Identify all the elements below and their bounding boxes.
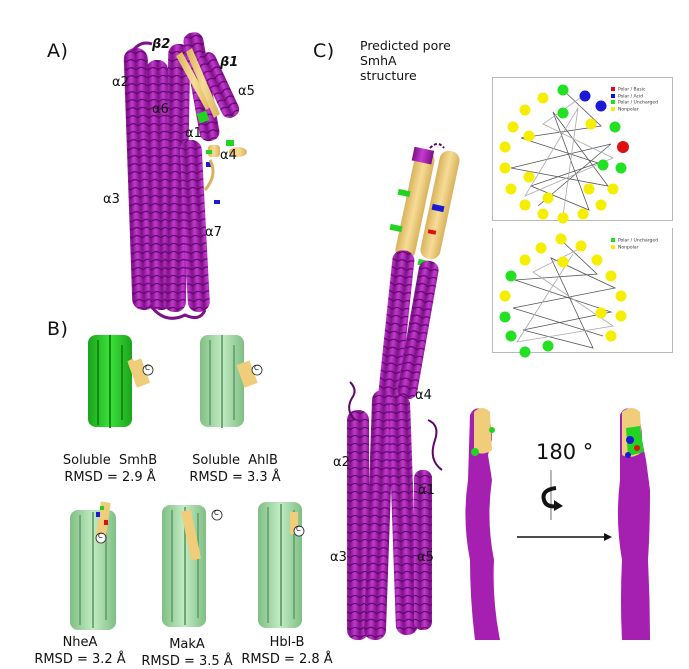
wheel-top-legend: Polar / Basic Polar / Acid Polar / Uncha… (611, 87, 658, 113)
cterm-ahlb: C (254, 364, 259, 372)
panel-c-surface-right (617, 408, 650, 640)
panel-b-structure-maka (162, 505, 223, 627)
caption-ahlb-rmsd: RMSD = 3.3 Å (189, 470, 281, 485)
label-c-alpha1: α1 (418, 483, 435, 498)
panel-c-title-line1: Predicted pore (360, 38, 451, 53)
panel-c-title-line2: SmhA (360, 53, 397, 68)
helical-wheel-top-diagram (499, 84, 629, 224)
panel-b-structure-hblb (258, 502, 305, 628)
label-alpha6: α6 (152, 102, 169, 117)
helical-wheel-bottom-diagram (499, 233, 627, 358)
legend-item: Polar / Uncharged (611, 238, 658, 245)
cterm-hblb: C (296, 525, 301, 533)
panel-a-letter: A) (47, 40, 69, 62)
caption-ahlb-name: Soluble AhlB (192, 453, 278, 468)
caption-hblb-name: Hbl-B (269, 635, 305, 650)
label-alpha4: α4 (220, 148, 237, 163)
wheel-top-residues (499, 84, 629, 224)
wheel-bottom-residues (499, 233, 627, 358)
caption-nhea-name: NheA (62, 635, 98, 650)
label-alpha7: α7 (205, 225, 222, 240)
label-c-alpha4: α4 (415, 388, 432, 403)
panel-c-pore-helix (347, 143, 460, 640)
caption-nhea: NheA RMSD = 3.2 Å (30, 634, 130, 668)
label-beta2: β2 (152, 37, 171, 52)
wheel-bottom-legend: Polar / Uncharged Nonpolar (611, 238, 658, 251)
panel-c-surface-left (465, 408, 500, 640)
caption-maka: MakA RMSD = 3.5 Å (137, 636, 237, 669)
label-alpha2: α2 (112, 75, 129, 90)
panel-b-structure-nhea (70, 501, 116, 630)
panel-b-letter: B) (47, 318, 69, 340)
caption-nhea-rmsd: RMSD = 3.2 Å (34, 652, 126, 667)
caption-smhb-name: Soluble SmhB (62, 453, 158, 468)
caption-maka-name: MakA (169, 637, 205, 652)
caption-hblb: Hbl-B RMSD = 2.8 Å (237, 634, 337, 668)
cterm-smhb: C (145, 364, 150, 372)
panel-c-letter: C) (313, 40, 335, 62)
legend-item: Polar / Basic (611, 87, 658, 94)
label-c-alpha2: α2 (333, 455, 350, 470)
label-alpha5: α5 (238, 84, 255, 99)
caption-maka-rmsd: RMSD = 3.5 Å (141, 654, 233, 669)
panel-a-beta-sheet (176, 48, 247, 204)
helical-wheel-top: Polar / Basic Polar / Acid Polar / Uncha… (492, 77, 673, 224)
label-alpha1: α1 (185, 126, 202, 141)
label-c-alpha5: α5 (417, 550, 434, 565)
panel-c-title: Predicted pore SmhA structure (360, 38, 451, 83)
caption-ahlb: Soluble AhlB RMSD = 3.3 Å (180, 452, 290, 486)
cterm-maka: C (214, 509, 219, 517)
panel-a-helix-bundle (123, 32, 240, 320)
caption-smhb-rmsd: RMSD = 2.9 Å (64, 470, 156, 485)
panel-c-title-line3: structure (360, 68, 417, 83)
legend-item: Nonpolar (611, 244, 658, 252)
caption-smhb: Soluble SmhB RMSD = 2.9 Å (55, 452, 165, 486)
label-beta1: β1 (220, 55, 239, 70)
legend-item: Polar / Uncharged (611, 100, 658, 107)
caption-hblb-rmsd: RMSD = 2.8 Å (241, 652, 333, 667)
label-c-alpha3: α3 (330, 550, 347, 565)
rotation-label: 180 ° (536, 440, 594, 464)
panel-b-structure-smhb (88, 335, 154, 428)
legend-item: Nonpolar (611, 106, 658, 114)
label-alpha3: α3 (103, 192, 120, 207)
legend-item: Polar / Acid (611, 93, 658, 101)
panel-c-rotation-axis (541, 470, 563, 520)
panel-c-rotation-arrow (517, 533, 612, 541)
helical-wheel-bottom: Polar / Uncharged Nonpolar (492, 228, 673, 358)
cterm-nhea: C (98, 532, 103, 540)
panel-b-structure-ahlb (200, 335, 263, 428)
